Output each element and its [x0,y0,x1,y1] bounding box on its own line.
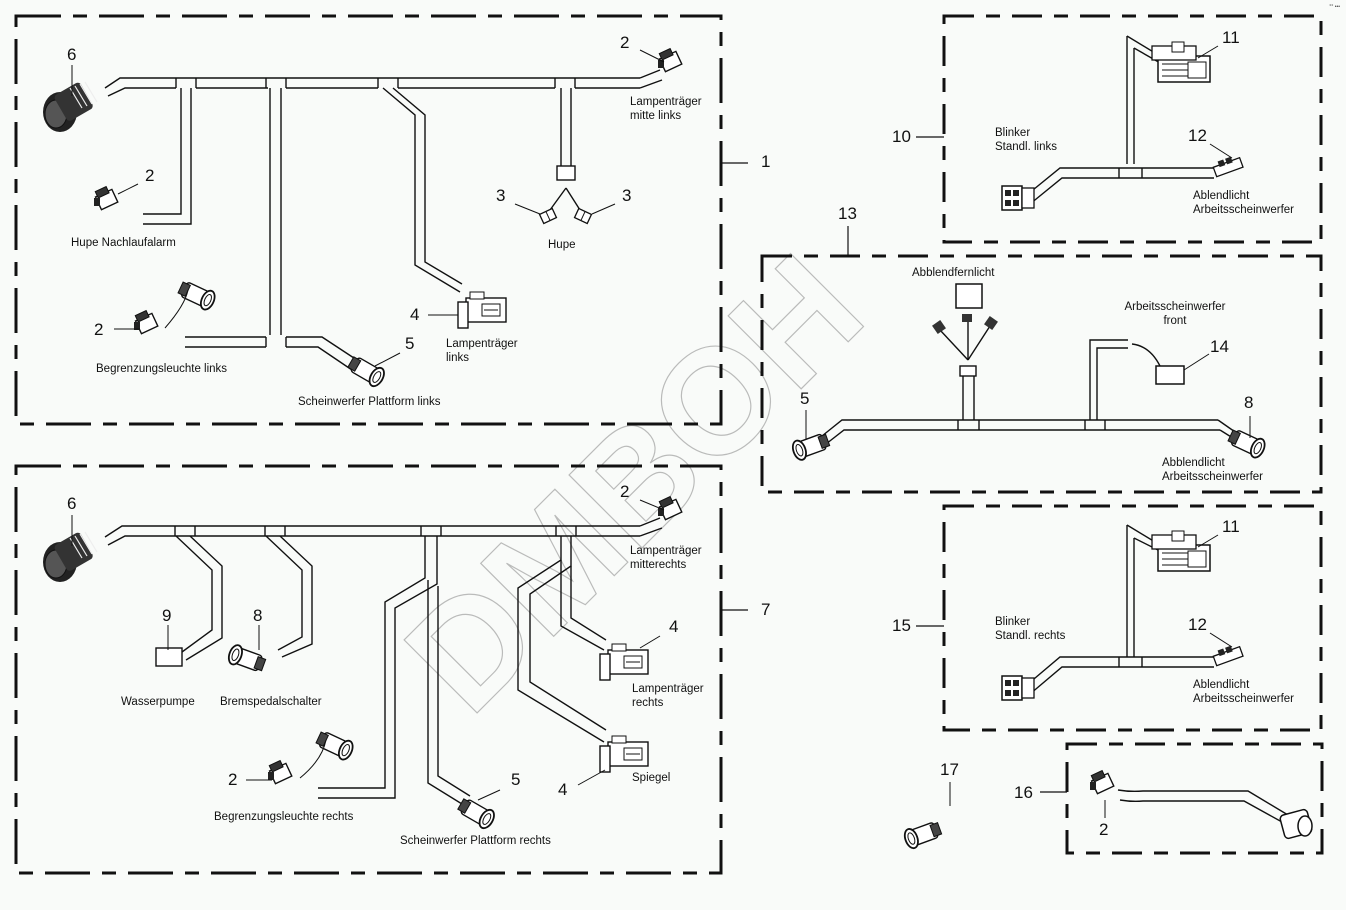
callout-8: 8 [1244,393,1254,412]
callout-2: 2 [620,482,630,501]
callout-12: 12 [1188,615,1207,634]
group-16-harness [1117,789,1289,823]
spade-terminal-icon [573,207,593,225]
callout-4: 4 [410,305,420,324]
group-7-callout-leaders [71,499,665,801]
callout-2: 2 [228,770,238,789]
label-begrenzungsleuchte-rechts: Begrenzungsleuchte rechts [214,811,354,823]
bullet-connector-icon [175,277,219,313]
callout-14: 14 [1210,337,1229,356]
callout-3: 3 [496,186,506,205]
label-hupe: Hupe [548,239,576,251]
group-13-harness [821,322,1239,445]
label-hupe-nachlaufalarm: Hupe Nachlaufalarm [71,237,176,249]
callout-8: 8 [253,606,263,625]
clip-connector-icon [93,185,119,211]
clip-connector-icon [133,309,159,335]
relay-connector-icon [1151,41,1211,83]
clip-connector-icon [657,47,683,73]
group-15-harness [1027,524,1214,695]
callout-group-10: 10 [892,127,911,146]
abblendfernlicht-connector-icon [955,283,983,309]
callout-group-16: 16 [1014,783,1033,802]
group-10-frame [942,14,1323,244]
callout-2: 2 [1099,820,1109,839]
callout-6: 6 [67,45,77,64]
callout-11: 11 [1222,28,1240,47]
callout-5: 5 [800,389,810,408]
callout-group-15: 15 [892,616,911,635]
group-1-frame [14,14,723,426]
box-connector-icon [599,643,649,681]
callout-4: 4 [669,617,679,636]
bullet-connector-icon [344,352,388,390]
group-7-harness [104,517,663,805]
label-scheinwerfer-plattform-links: Scheinwerfer Plattform links [298,396,441,408]
box-connector-icon [599,735,649,773]
bullet-connector-icon [454,794,498,832]
bullet-connector-icon [313,727,357,763]
group-13-frame [760,254,1323,494]
callout-3: 3 [622,186,632,205]
group-7-frame [14,464,723,875]
relay-connector-icon [1151,530,1211,572]
callout-group-7: 7 [761,600,771,619]
label-begrenzungsleuchte-links: Begrenzungsleuchte links [96,363,228,375]
bullet-connector-icon [1225,425,1269,461]
callout-2: 2 [620,33,630,52]
callout-2: 2 [145,166,155,185]
square-connector-icon [1001,675,1035,701]
label-spiegel: Spiegel [632,772,671,784]
slim-connector-icon [1212,156,1244,178]
callout-12: 12 [1188,126,1207,145]
label-scheinwerfer-plattform-rechts: Scheinwerfer Plattform rechts [400,835,551,847]
arbeitsscheinwerfer-connector-icon [1155,365,1185,385]
group-16-frame [1065,742,1324,855]
callout-6: 6 [67,494,77,513]
round-connector-icon [42,80,98,133]
callout-group-1: 1 [761,152,771,171]
label-abblendfernlicht: Abblendfernlicht [912,267,995,279]
callout-4: 4 [558,780,568,799]
group-15-frame [942,504,1323,732]
group-1-harness [104,69,663,371]
callout-2: 2 [94,320,104,339]
round-socket-icon [1279,808,1313,840]
label-bremspedalschalter: Bremspedalschalter [220,696,322,708]
slim-connector-icon [1212,645,1244,667]
callout-group-13: 13 [838,204,857,223]
callout-17: 17 [940,760,959,779]
box-connector-icon [457,291,507,329]
label-wasserpumpe: Wasserpumpe [121,696,195,708]
clip-connector-icon [1089,769,1115,795]
square-connector-icon [1001,185,1035,211]
group-1-callout-leaders [71,49,665,367]
bullet-connector-icon [901,818,944,851]
spade-terminal-icon [538,207,558,225]
wasserpumpe-connector-icon [155,647,183,667]
corner-mark: °° ••• [1329,4,1340,10]
round-connector-icon [42,530,98,583]
callout-5: 5 [405,334,415,353]
callout-5: 5 [511,770,521,789]
bullet-connector-icon [225,642,268,676]
callout-11: 11 [1222,517,1240,536]
callout-9: 9 [162,606,172,625]
